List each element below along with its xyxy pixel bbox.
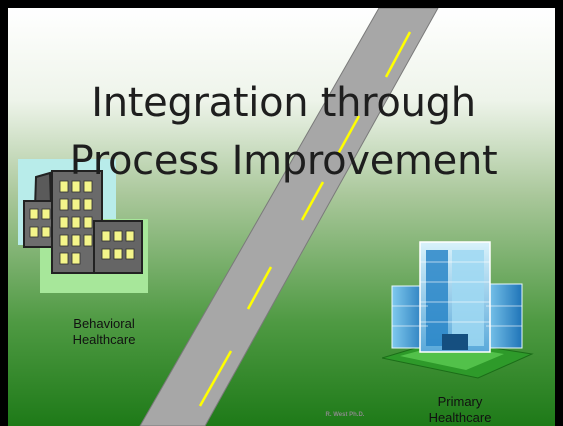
slide-title: Integration through Process Improvement [26,74,541,190]
caption-line: Primary [437,394,483,409]
hospital-building-icon [382,241,534,379]
road-line-dash [336,115,361,155]
road-line-dash [384,31,412,78]
office-building-clipart-icon [18,159,148,293]
slide-title-line2: Process Improvement [69,138,498,184]
slide-title-line1: Integration through [91,80,476,126]
primary-healthcare-caption: Primary Healthcare [400,394,520,426]
behavioral-healthcare-caption: Behavioral Healthcare [44,316,164,348]
slide: Integration through Process Improvement … [8,8,555,426]
caption-line: Healthcare [72,332,136,347]
caption-line: Healthcare [428,410,492,425]
road-line-dash [300,181,325,221]
slide-footer: R. West Ph.D. [325,412,365,418]
road-graphic [139,8,439,426]
road-line-dash [198,350,233,407]
road-surface [139,8,439,426]
caption-line: Behavioral [73,316,135,331]
road-line-dash [246,266,273,310]
